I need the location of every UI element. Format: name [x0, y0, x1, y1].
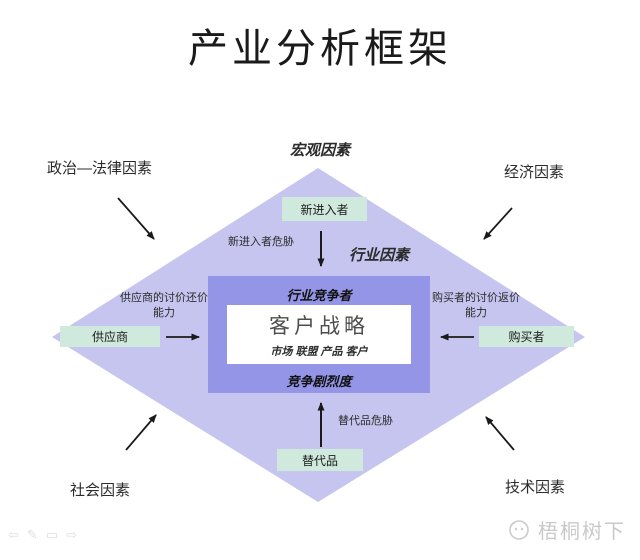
watermark-logo-icon: [509, 519, 529, 540]
label-technological-factors: 技术因素: [505, 479, 566, 496]
label-new-entrants-threat: 新进入者危胁: [228, 236, 294, 248]
arrow-economic: [483, 207, 513, 240]
supplier-power-line2: 能力: [153, 307, 175, 319]
label-supplier-bargaining-power: 供应商的讨价还价 能力: [106, 291, 222, 321]
buyer-power-line2: 能力: [465, 307, 487, 319]
watermark: 梧桐树下: [506, 515, 626, 544]
watermark-text: 梧桐树下: [538, 521, 626, 543]
label-rivalry-intensity: 竞争剧烈度: [286, 374, 352, 389]
forward-arrow-icon[interactable]: ⇨: [66, 527, 78, 542]
screen-icon[interactable]: ▭: [45, 527, 59, 542]
box-suppliers: 供应商: [60, 326, 160, 347]
label-social-factors: 社会因素: [70, 482, 131, 499]
core-competition-box: 行业竞争者 客户战略 市场 联盟 产品 客户 竞争剧烈度: [208, 276, 430, 393]
arrow-political-legal: [117, 197, 155, 240]
label-buyer-bargaining-power: 购买者的讨价返价 能力: [418, 291, 534, 321]
label-political-legal-factors: 政治—法律因素: [47, 160, 153, 177]
arrow-social: [125, 414, 157, 451]
label-macro-factors: 宏观因素: [289, 143, 350, 159]
label-strategy-elements: 市场 联盟 产品 客户: [270, 346, 368, 358]
supplier-power-line1: 供应商的讨价还价: [120, 292, 208, 304]
arrow-technological: [485, 416, 515, 451]
page-title: 产业分析框架: [188, 26, 452, 71]
label-economic-factors: 经济因素: [504, 164, 565, 181]
box-new-entrants: 新进入者: [282, 197, 367, 221]
presenter-toolbar: ⇦ ✎ ▭ ⇨: [8, 527, 77, 543]
label-industry-factors: 行业因素: [349, 248, 410, 264]
back-arrow-icon[interactable]: ⇦: [8, 527, 19, 542]
box-buyers: 购买者: [479, 326, 574, 347]
pen-icon[interactable]: ✎: [26, 527, 38, 542]
label-customer-strategy: 客户战略: [269, 314, 369, 338]
buyer-power-line1: 购买者的讨价返价: [432, 292, 520, 304]
label-industry-competitors: 行业竞争者: [286, 288, 352, 303]
label-substitutes-threat: 替代品危胁: [338, 415, 393, 427]
box-substitutes: 替代品: [277, 449, 363, 471]
strategy-box: 客户战略 市场 联盟 产品 客户: [227, 305, 411, 364]
